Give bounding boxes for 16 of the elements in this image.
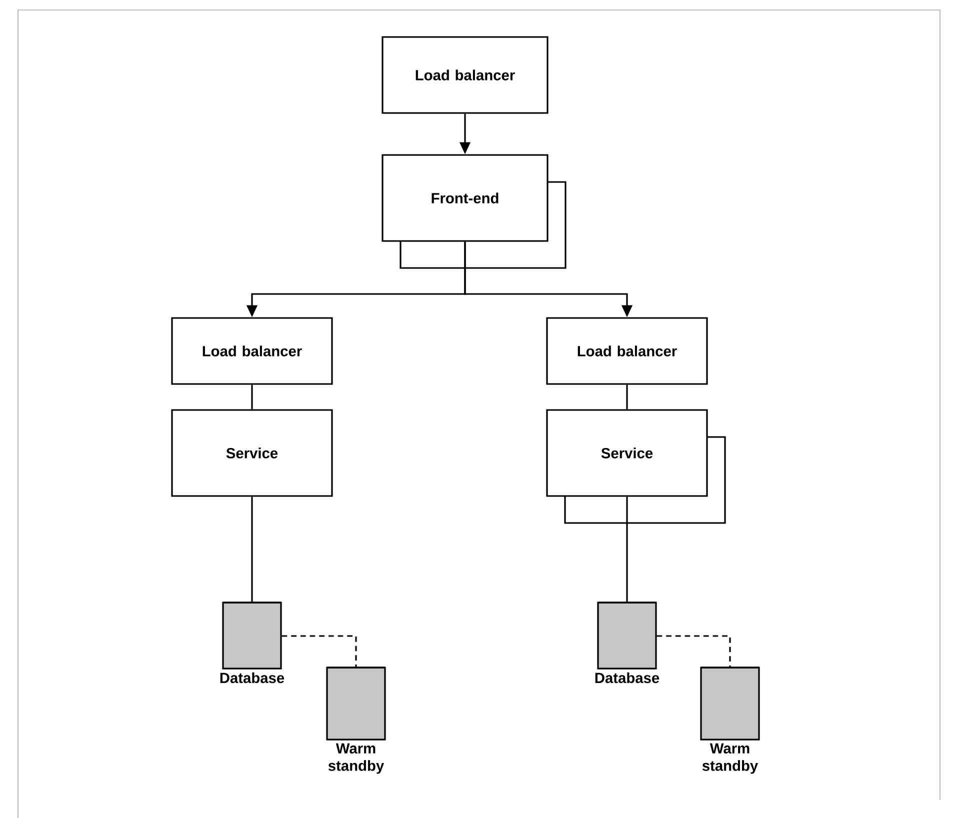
node-label: Database xyxy=(220,672,284,684)
process-box: Load balancer xyxy=(171,317,333,385)
node-label: Warm standby xyxy=(702,743,758,774)
process-box: Load balancer xyxy=(546,317,708,385)
stacked-boxes: Service xyxy=(546,409,726,524)
stacked-boxes: Front-end xyxy=(382,154,566,269)
node-label: Database xyxy=(595,672,660,684)
connector-line xyxy=(282,635,357,667)
connector-line xyxy=(656,635,731,667)
connector-line xyxy=(251,496,253,602)
process-box: Load balancer xyxy=(382,36,548,114)
connector-line xyxy=(626,384,628,410)
connector-line xyxy=(251,384,253,410)
connector-line xyxy=(626,496,628,602)
node-label: Warm standby xyxy=(328,743,384,774)
process-box: Service xyxy=(171,409,333,497)
